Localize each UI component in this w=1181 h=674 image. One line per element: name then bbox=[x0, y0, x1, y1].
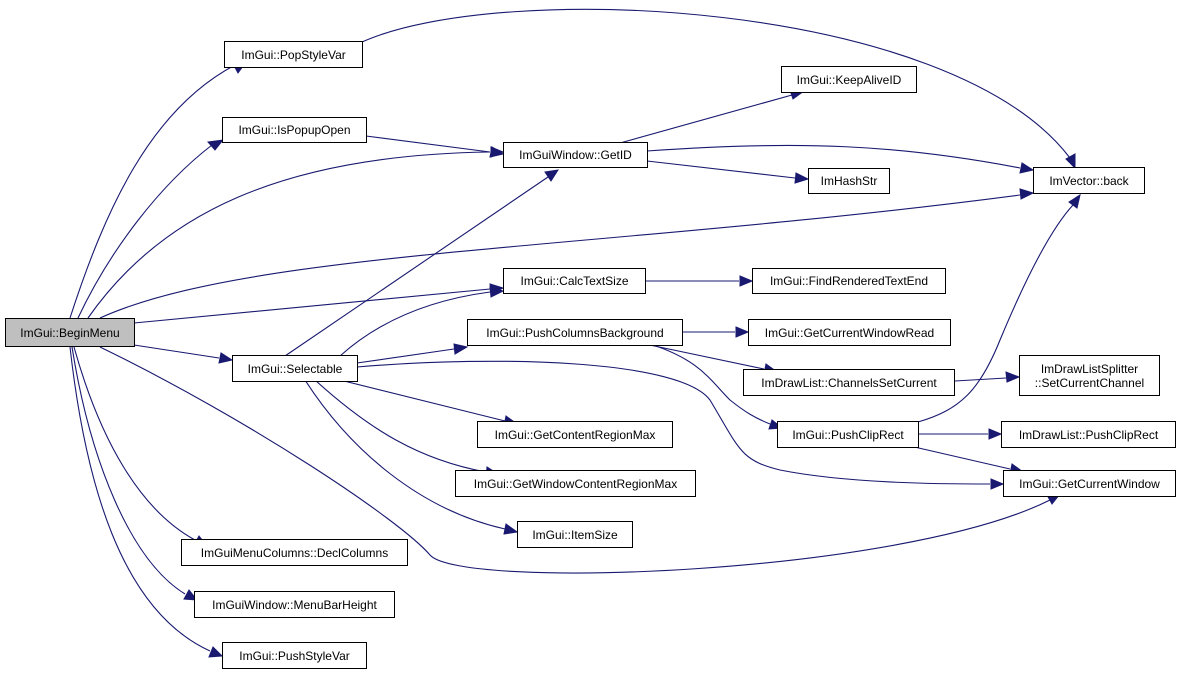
node-window-get-id[interactable]: ImGuiWindow::GetID bbox=[503, 142, 648, 168]
edge-selectable-calctextsize bbox=[339, 286, 505, 357]
edge-pushcliprect-vectorback bbox=[917, 193, 1081, 423]
edge-selectable-pushcolumnsbackground bbox=[356, 343, 469, 364]
edge-beginmenu-pushstylevar bbox=[69, 346, 224, 658]
node-menu-bar-height[interactable]: ImGuiWindow::MenuBarHeight bbox=[194, 591, 395, 618]
node-get-window-content-region-max[interactable]: ImGui::GetWindowContentRegionMax bbox=[455, 470, 696, 497]
edge-getid-imhashstr bbox=[646, 160, 810, 184]
edge-pushcolumnsbackground-getcurrentwindowread bbox=[682, 326, 750, 338]
node-label: ImGui::BeginMenu bbox=[20, 325, 120, 340]
edge-selectable-getcurrentwindow bbox=[356, 360, 1005, 490]
node-label: ImGui::GetCurrentWindowRead bbox=[764, 325, 935, 340]
node-splitter-set-current-channel[interactable]: ImDrawListSplitter::SetCurrentChannel bbox=[1019, 355, 1160, 396]
node-vector-back[interactable]: ImVector::back bbox=[1033, 167, 1145, 194]
edge-selectable-itemsize bbox=[304, 379, 519, 535]
node-label-line1: ImDrawListSplitter bbox=[1040, 361, 1139, 376]
node-label: ImGui::KeepAliveID bbox=[796, 72, 902, 87]
edge-popstylevar-vectorback bbox=[361, 8, 1076, 170]
edge-beginmenu-menubarheight bbox=[71, 346, 199, 601]
node-label: ImHashStr bbox=[820, 174, 878, 188]
node-label: ImGui::GetCurrentWindow bbox=[1019, 476, 1160, 491]
node-label: ImGui::PushColumnsBackground bbox=[486, 325, 664, 340]
node-get-content-region-max[interactable]: ImGui::GetContentRegionMax bbox=[477, 421, 673, 448]
edge-getid-vectorback bbox=[646, 144, 1035, 174]
node-push-style-var[interactable]: ImGui::PushStyleVar bbox=[222, 642, 367, 669]
edge-selectable-getid bbox=[284, 169, 560, 357]
node-label: ImGui::PopStyleVar bbox=[241, 47, 346, 62]
node-drawlist-push-clip-rect[interactable]: ImDrawList::PushClipRect bbox=[1001, 421, 1176, 448]
node-get-current-window-read[interactable]: ImGui::GetCurrentWindowRead bbox=[748, 319, 951, 346]
node-label: ImGui::IsPopupOpen bbox=[238, 123, 351, 137]
edge-pushcliprect-drawlistpushcliprect bbox=[918, 428, 1003, 440]
node-label: ImGui::GetContentRegionMax bbox=[494, 427, 656, 442]
node-label: ImGui::FindRenderedTextEnd bbox=[769, 274, 929, 288]
node-im-hash-str[interactable]: ImHashStr bbox=[808, 168, 890, 194]
edge-ispopupopen-getid bbox=[365, 135, 505, 158]
node-label: ImGui::PushStyleVar bbox=[239, 648, 350, 663]
node-label: ImGui::PushClipRect bbox=[792, 427, 904, 442]
node-calc-text-size[interactable]: ImGui::CalcTextSize bbox=[503, 268, 646, 294]
node-push-clip-rect[interactable]: ImGui::PushClipRect bbox=[777, 421, 919, 448]
edge-beginmenu-declcolumns bbox=[73, 346, 209, 547]
edge-beginmenu-ispopupopen bbox=[77, 139, 225, 319]
edge-calctextsize-findrenderedtextend bbox=[645, 275, 754, 287]
node-decl-columns[interactable]: ImGuiMenuColumns::DeclColumns bbox=[181, 539, 408, 566]
node-begin-menu: ImGui::BeginMenu bbox=[5, 318, 135, 347]
edge-getid-keepaliveid bbox=[619, 89, 806, 144]
node-item-size[interactable]: ImGui::ItemSize bbox=[517, 521, 633, 548]
edge-channelssetcurrent-setcurrentchannel bbox=[954, 371, 1021, 383]
edge-beginmenu-selectable bbox=[133, 344, 234, 364]
node-label: ImDrawList::ChannelsSetCurrent bbox=[761, 375, 937, 390]
node-label: ImGui::ItemSize bbox=[532, 527, 618, 542]
node-get-current-window[interactable]: ImGui::GetCurrentWindow bbox=[1003, 470, 1176, 497]
node-selectable[interactable]: ImGui::Selectable bbox=[232, 355, 358, 382]
node-label: ImDrawList::PushClipRect bbox=[1018, 427, 1159, 442]
node-label-line2: ::SetCurrentChannel bbox=[1034, 375, 1145, 390]
edge-selectable-getcontentregionmax bbox=[339, 379, 519, 427]
node-push-columns-background[interactable]: ImGui::PushColumnsBackground bbox=[467, 319, 683, 346]
node-label: ImGui::GetWindowContentRegionMax bbox=[473, 476, 678, 491]
node-keep-alive-id[interactable]: ImGui::KeepAliveID bbox=[781, 66, 917, 93]
edge-beginmenu-popstylevar bbox=[69, 61, 247, 319]
edge-beginmenu-vectorback bbox=[99, 188, 1035, 319]
node-find-rendered-text-end[interactable]: ImGui::FindRenderedTextEnd bbox=[752, 268, 946, 294]
node-label: ImVector::back bbox=[1049, 173, 1129, 188]
node-label: ImGui::CalcTextSize bbox=[520, 274, 629, 288]
node-label: ImGui::Selectable bbox=[247, 361, 343, 376]
node-label: ImGuiMenuColumns::DeclColumns bbox=[200, 545, 389, 560]
node-label: ImGuiWindow::MenuBarHeight bbox=[212, 597, 377, 612]
node-is-popup-open[interactable]: ImGui::IsPopupOpen bbox=[222, 117, 367, 143]
edge-beginmenu-getid bbox=[87, 146, 505, 319]
node-channels-set-current[interactable]: ImDrawList::ChannelsSetCurrent bbox=[743, 369, 955, 396]
node-label: ImGuiWindow::GetID bbox=[519, 148, 632, 162]
node-pop-style-var[interactable]: ImGui::PopStyleVar bbox=[224, 41, 363, 68]
